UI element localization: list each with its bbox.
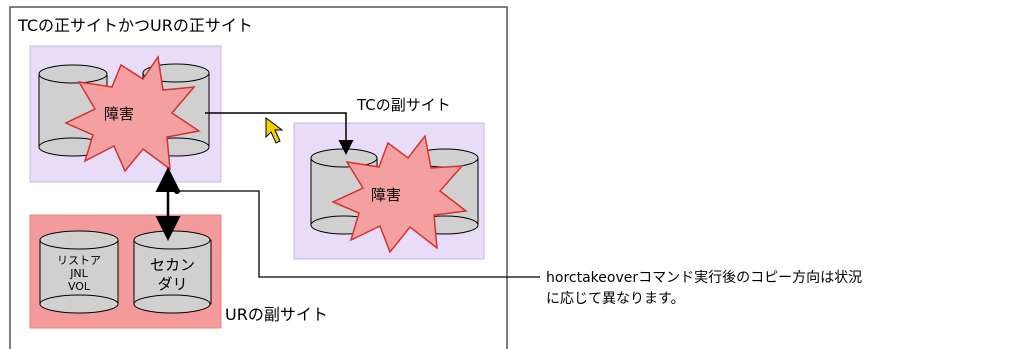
secondary-vol-line-1: セカン <box>149 256 195 274</box>
note-line-2: に応じて異なります。 <box>546 291 685 307</box>
tc-secondary-label: TCの副サイト <box>357 96 451 114</box>
restore-jnl-vol-label: リストア JNL VOL <box>42 254 116 293</box>
failure-burst-icon <box>331 134 468 254</box>
failure-label-tc: 障害 <box>371 186 402 204</box>
tc-copy-arrow <box>205 112 354 155</box>
restore-jnl-vol-line-1: リストア <box>57 254 101 267</box>
secondary-vol-label: セカン ダリ <box>134 256 211 294</box>
mouse-pointer-icon <box>265 117 284 144</box>
secondary-vol-line-2: ダリ <box>157 275 188 293</box>
failure-burst-icon <box>64 55 201 173</box>
secondary-vol-cylinder <box>133 230 212 314</box>
primary-site-boundary <box>9 6 508 349</box>
note-line-1: horctakeoverコマンド実行後のコピー方向は状況 <box>546 270 863 286</box>
ur-secondary-label: URの副サイト <box>225 305 328 324</box>
restore-jnl-vol-line-3: VOL <box>67 280 91 293</box>
copy-direction-note: horctakeoverコマンド実行後のコピー方向は状況 に応じて異なります。 <box>546 268 862 310</box>
restore-jnl-vol-line-2: JNL <box>70 267 88 280</box>
failure-label-primary: 障害 <box>104 105 135 123</box>
primary-site-label: TCの正サイトかつURの正サイト <box>18 16 253 35</box>
leader-line <box>177 190 540 278</box>
restore-jnl-vol-cylinder <box>39 230 119 314</box>
